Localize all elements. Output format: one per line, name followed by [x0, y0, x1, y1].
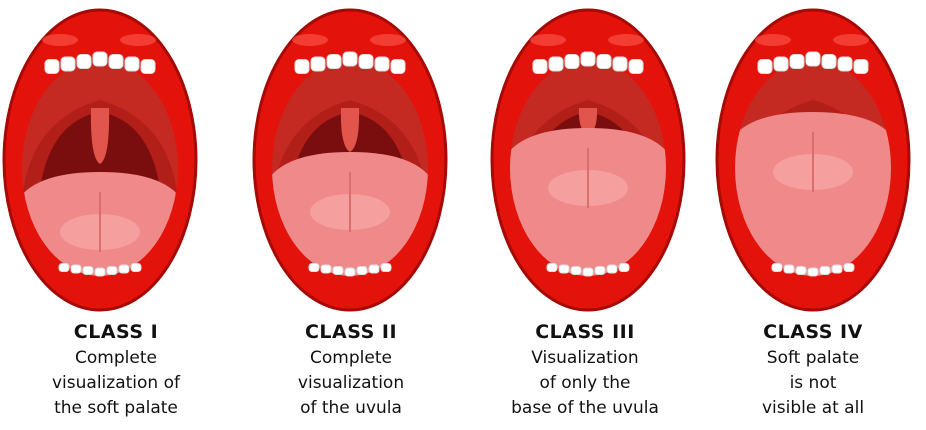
tooth	[832, 265, 842, 273]
mouth-illustration	[232, 0, 470, 315]
class-description-line: of only the	[470, 371, 700, 396]
class-description-line: Complete	[232, 346, 470, 371]
tooth	[311, 57, 325, 71]
tooth	[784, 265, 794, 273]
tooth	[571, 267, 581, 275]
tooth	[844, 264, 854, 272]
class-description-line: base of the uvula	[470, 396, 700, 421]
lip-highlight	[608, 34, 644, 46]
tooth	[71, 265, 81, 273]
tooth	[321, 265, 331, 273]
tooth	[95, 268, 105, 276]
lip-highlight	[292, 34, 328, 46]
tooth	[565, 55, 579, 69]
tooth	[629, 60, 643, 74]
tooth	[345, 268, 355, 276]
lip-highlight	[120, 34, 156, 46]
tooth	[93, 52, 107, 66]
tooth	[597, 55, 611, 69]
tooth	[796, 267, 806, 275]
tooth	[83, 267, 93, 275]
tooth	[822, 55, 836, 69]
lip-highlight	[530, 34, 566, 46]
tooth	[559, 265, 569, 273]
class-title: CLASS III	[470, 318, 700, 346]
lip-highlight	[42, 34, 78, 46]
tooth	[533, 60, 547, 74]
tooth	[107, 267, 117, 275]
lip-highlight	[833, 34, 869, 46]
tooth	[381, 264, 391, 272]
class-description-line: of the uvula	[232, 396, 470, 421]
mouth-illustration	[0, 0, 232, 315]
tooth	[806, 52, 820, 66]
class-description-line: is not	[700, 371, 926, 396]
tooth	[131, 264, 141, 272]
class-title: CLASS II	[232, 318, 470, 346]
tooth	[854, 60, 868, 74]
tooth	[125, 57, 139, 71]
tooth	[619, 264, 629, 272]
mouth-illustration	[470, 0, 700, 315]
tooth	[61, 57, 75, 71]
tooth	[772, 264, 782, 272]
tooth	[141, 60, 155, 74]
tooth	[359, 55, 373, 69]
mouth-illustration	[700, 0, 926, 315]
tooth	[59, 264, 69, 272]
tooth	[119, 265, 129, 273]
tooth	[790, 55, 804, 69]
tooth	[613, 57, 627, 71]
class-description-line: Visualization	[470, 346, 700, 371]
tooth	[357, 267, 367, 275]
tooth	[838, 57, 852, 71]
tooth	[583, 268, 593, 276]
class-description-line: visualization of	[0, 371, 232, 396]
tooth	[774, 57, 788, 71]
tooth	[820, 267, 830, 275]
class-title: CLASS IV	[700, 318, 926, 346]
tooth	[333, 267, 343, 275]
tooth	[808, 268, 818, 276]
tooth	[77, 55, 91, 69]
tooth	[595, 267, 605, 275]
tooth	[547, 264, 557, 272]
tooth	[369, 265, 379, 273]
class-description-line: Soft palate	[700, 346, 926, 371]
tooth	[758, 60, 772, 74]
tooth	[309, 264, 319, 272]
tooth	[295, 60, 309, 74]
lip-highlight	[370, 34, 406, 46]
class-description-line: the soft palate	[0, 396, 232, 421]
tooth	[581, 52, 595, 66]
tooth	[45, 60, 59, 74]
class-title: CLASS I	[0, 318, 232, 346]
class-description-line: Complete	[0, 346, 232, 371]
tooth	[549, 57, 563, 71]
tooth	[327, 55, 341, 69]
tooth	[109, 55, 123, 69]
lip-highlight	[755, 34, 791, 46]
class-description-line: visible at all	[700, 396, 926, 421]
tooth	[343, 52, 357, 66]
tooth	[607, 265, 617, 273]
tooth	[375, 57, 389, 71]
class-description-line: visualization	[232, 371, 470, 396]
tooth	[391, 60, 405, 74]
